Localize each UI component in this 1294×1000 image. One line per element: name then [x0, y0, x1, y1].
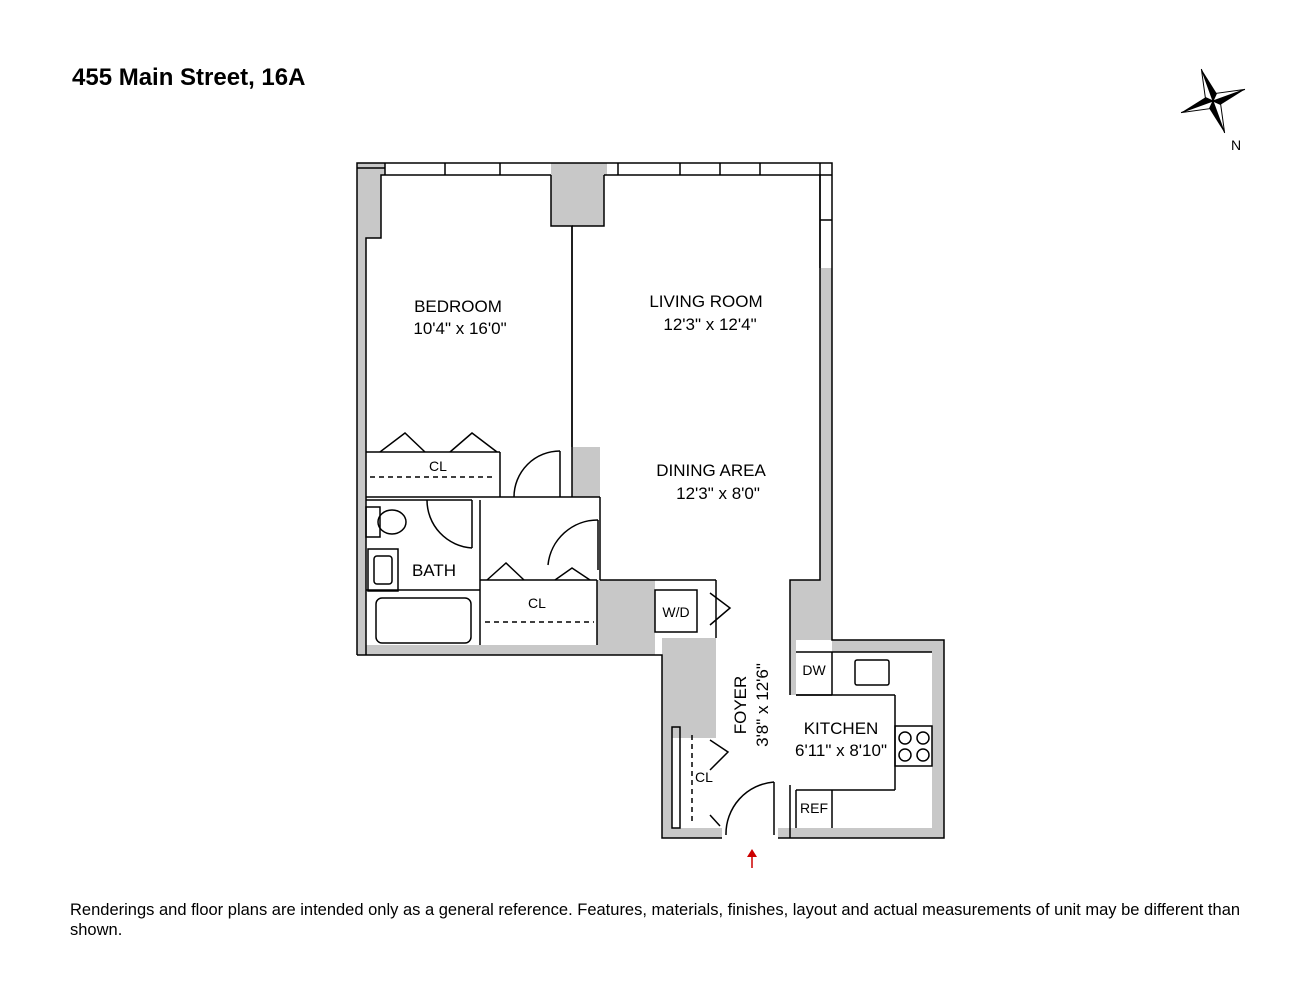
room-size-foyer: 3'8" x 12'6" — [753, 663, 772, 747]
dishwasher-label: DW — [802, 662, 826, 678]
closet-label-hall: CL — [528, 595, 546, 611]
room-name-bath: BATH — [412, 561, 456, 580]
wall-outlines — [356, 162, 945, 839]
compass-north-label: N — [1231, 137, 1241, 153]
room-name-dining: DINING AREA — [656, 461, 766, 480]
room-size-kitchen: 6'11" x 8'10" — [795, 741, 887, 760]
disclaimer-text: Renderings and floor plans are intended … — [70, 901, 1241, 939]
compass-rose-icon: N — [1180, 68, 1246, 153]
bath-fixtures — [365, 506, 472, 644]
room-name-bedroom: BEDROOM — [414, 297, 502, 316]
closet-rods — [370, 476, 693, 825]
room-size-living: 12'3" x 12'4" — [663, 315, 756, 334]
closet-label-bedroom: CL — [429, 458, 447, 474]
wall-masses — [357, 163, 944, 838]
washer-dryer-label: W/D — [662, 604, 689, 620]
room-size-dining: 12'3" x 8'0" — [676, 484, 760, 503]
room-name-foyer: FOYER — [731, 676, 750, 735]
room-size-bedroom: 10'4" x 16'0" — [413, 319, 506, 338]
room-name-living: LIVING ROOM — [649, 292, 762, 311]
refrigerator-label: REF — [800, 800, 828, 816]
door-swings — [426, 450, 775, 836]
closet-label-foyer: CL — [695, 769, 713, 785]
room-name-kitchen: KITCHEN — [804, 719, 879, 738]
stove-icon — [898, 731, 930, 762]
floor-plan: BEDROOM 10'4" x 16'0" LIVING ROOM 12'3" … — [356, 162, 945, 868]
listing-title: 455 Main Street, 16A — [72, 64, 306, 91]
entry-arrow-icon — [747, 849, 757, 868]
